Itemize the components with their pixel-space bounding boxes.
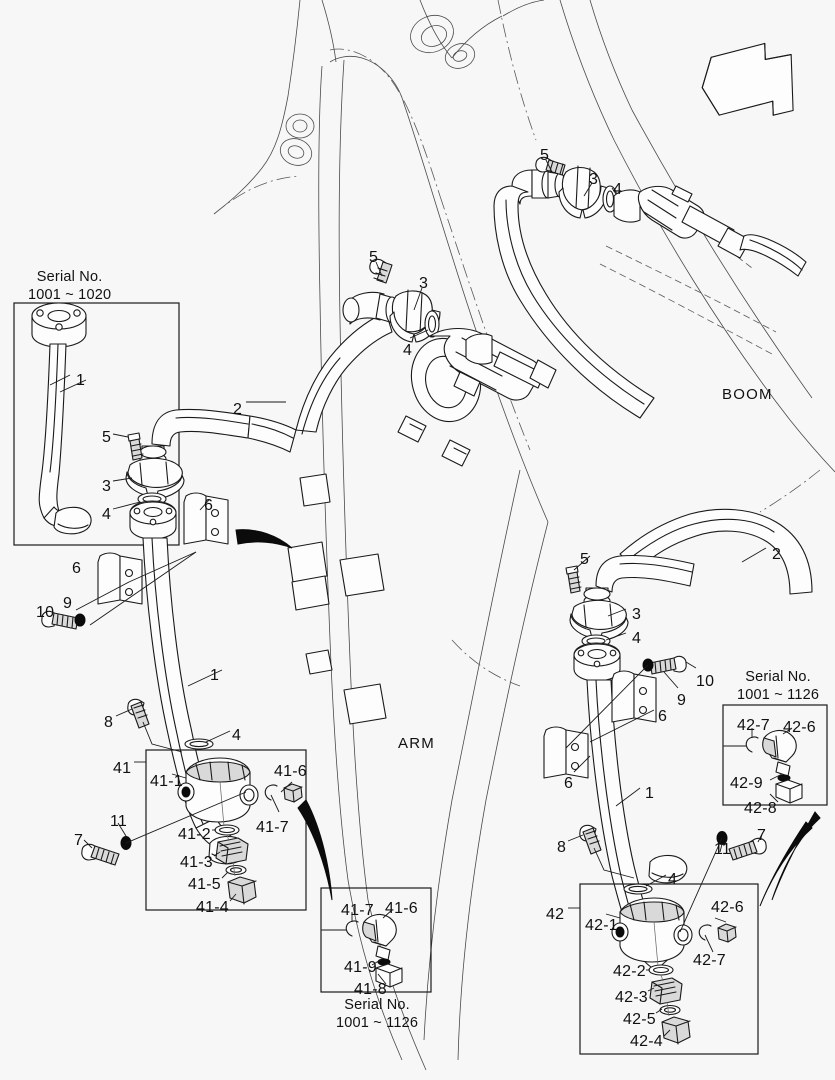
right-clamp-brackets [543, 670, 657, 779]
callout-5-right: 5 [580, 551, 590, 568]
callout-8-right: 8 [557, 839, 567, 856]
callout-8-left: 8 [104, 714, 114, 731]
callout-3-top: 3 [589, 171, 599, 188]
callout-5-mid: 5 [369, 249, 379, 266]
callout-6-left-lower: 6 [72, 560, 82, 577]
inset-box-41-elbow [320, 887, 432, 993]
callout-6-right-upper: 6 [658, 708, 668, 725]
serial-note-right-line2: 1001 ~ 1126 [737, 687, 820, 704]
callout-7-left: 7 [74, 832, 84, 849]
bolt-5-left [127, 432, 144, 461]
shade-sweep-left [235, 529, 293, 549]
right-hose-2 [619, 508, 813, 595]
right-bolt-10-washer-9 [642, 655, 687, 675]
serial-note-bottom-center: Serial No. 1001 ~ 1126 [336, 996, 418, 1032]
bolt-5-top [535, 156, 566, 176]
callout-9-right: 9 [677, 692, 687, 709]
callout-41-7-inset: 41-7 [341, 902, 374, 919]
callout-42-3: 42-3 [615, 989, 648, 1006]
right-upper-hose-end [565, 554, 695, 682]
callout-41-4: 41-4 [196, 899, 229, 916]
callout-41-6: 41-6 [274, 763, 307, 780]
left-bolt-7-washer-11 [81, 836, 132, 866]
callout-41-7: 41-7 [256, 819, 289, 836]
callout-4-right-valve: 4 [668, 871, 678, 888]
right-bolt-7-washer-11 [716, 831, 767, 861]
section-label-boom: BOOM [722, 386, 773, 403]
callout-9-left: 9 [63, 595, 73, 612]
callout-4-left-valve: 4 [232, 727, 242, 744]
callout-41-3: 41-3 [180, 854, 213, 871]
inset-box-42-elbow [722, 704, 828, 806]
callout-3-mid: 3 [419, 275, 429, 292]
callout-1-right: 1 [645, 785, 655, 802]
mid-hose-flange [295, 258, 441, 435]
boom-pin-bosses [279, 14, 476, 166]
boom-cylinder-ports [613, 185, 807, 277]
shade-sweep-left-2 [297, 799, 333, 901]
serial-note-bottom-center-line1: Serial No. [344, 997, 410, 1013]
left-bolt-10-washer-9 [41, 610, 86, 630]
detail-box-42 [579, 883, 759, 1055]
callout-4-top: 4 [613, 181, 623, 198]
callout-5-left: 5 [102, 429, 112, 446]
callout-42-8-inset: 42-8 [744, 800, 777, 817]
callout-1-inset: 1 [76, 372, 86, 389]
serial-note-top-left: Serial No. 1001 ~ 1020 [28, 268, 111, 304]
centerlines [213, 0, 821, 687]
callout-41-6-inset: 41-6 [385, 900, 418, 917]
callout-41-9-inset: 41-9 [344, 959, 377, 976]
callout-42-1: 42-1 [585, 917, 618, 934]
callout-5-top: 5 [540, 147, 550, 164]
serial-note-right: Serial No. 1001 ~ 1126 [737, 668, 819, 704]
callout-42-6: 42-6 [711, 899, 744, 916]
callout-11-right: 11 [714, 841, 732, 858]
callout-41-8-inset: 41-8 [354, 981, 387, 998]
arm-cylinder-assembly [397, 327, 557, 467]
top-hose-flange [493, 156, 655, 419]
callout-42-9-inset: 42-9 [730, 775, 763, 792]
bolt-5-right [565, 565, 582, 594]
callout-4-mid: 4 [403, 342, 413, 359]
inset-box-serial-1001-1020 [13, 302, 180, 546]
callout-11-left: 11 [110, 813, 128, 830]
callout-1-left: 1 [210, 667, 220, 684]
callout-6-right-lower: 6 [564, 775, 574, 792]
callout-3-left: 3 [102, 478, 112, 495]
callout-41-2: 41-2 [178, 826, 211, 843]
serial-note-bottom-center-line2: 1001 ~ 1126 [336, 1015, 419, 1032]
left-bolt-8 [127, 698, 150, 729]
callout-41-1: 41-1 [150, 773, 183, 790]
left-upper-hose-end [125, 408, 297, 540]
right-bolt-8 [579, 824, 602, 855]
callout-42-5: 42-5 [623, 1011, 656, 1028]
serial-note-right-line1: Serial No. [745, 669, 811, 685]
callout-6-left-upper: 6 [204, 497, 214, 514]
callout-3-right: 3 [632, 606, 642, 623]
callout-42-7: 42-7 [693, 952, 726, 969]
callout-4-right: 4 [632, 630, 642, 647]
section-label-arm: ARM [398, 735, 435, 752]
callout-41-5: 41-5 [188, 876, 221, 893]
callout-10-right: 10 [696, 673, 715, 690]
callout-7-right: 7 [757, 827, 767, 844]
callout-4-left: 4 [102, 506, 112, 523]
arm-bracket-plates [287, 473, 387, 725]
detail-box-41 [145, 749, 307, 911]
callout-2-right: 2 [772, 546, 782, 563]
callout-42-6-inset: 42-6 [783, 719, 816, 736]
left-clamp-brackets [97, 492, 229, 605]
front-arrow-marker [701, 42, 794, 116]
callout-42: 42 [546, 906, 565, 923]
callout-42-4: 42-4 [630, 1033, 663, 1050]
callout-42-7-inset: 42-7 [737, 717, 770, 734]
shade-sweep-right-2 [771, 811, 821, 901]
callout-41: 41 [113, 760, 132, 777]
serial-note-top-left-line1: Serial No. [36, 269, 103, 285]
callout-10-left: 10 [36, 604, 55, 621]
serial-note-top-left-line2: 1001 ~ 1020 [28, 287, 112, 304]
callout-42-2: 42-2 [613, 963, 646, 980]
callout-2-left: 2 [233, 401, 243, 418]
